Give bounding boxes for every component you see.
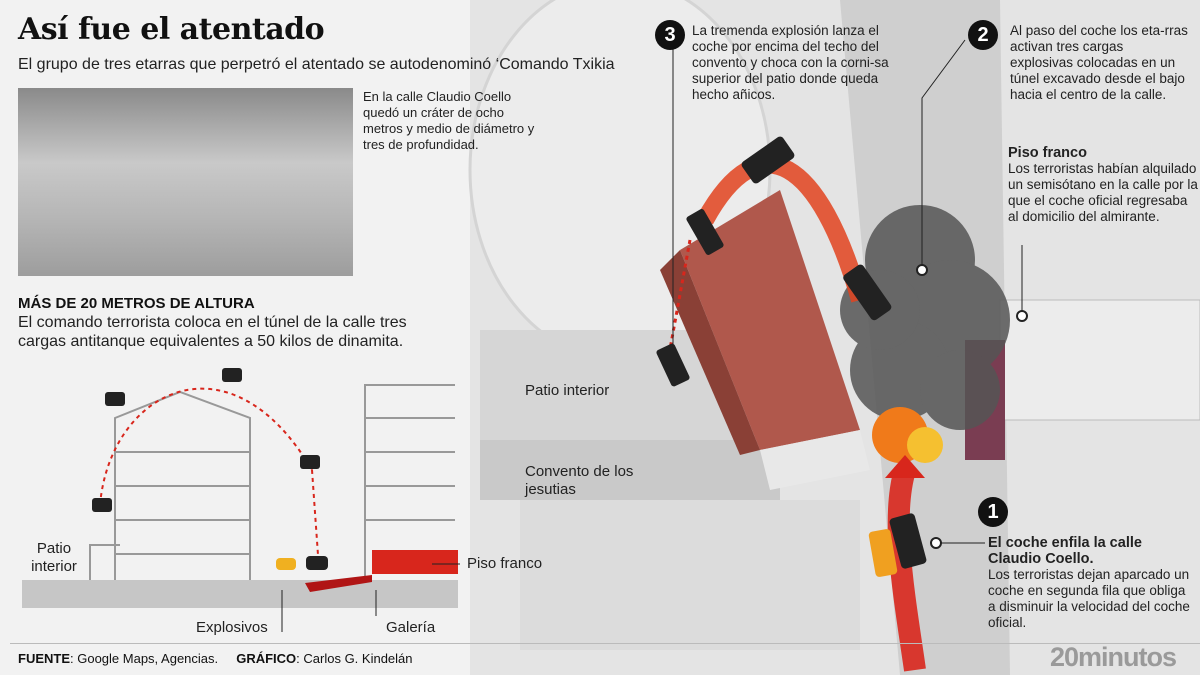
label-explosivos: Explosivos: [196, 619, 268, 636]
step-2-text: Al paso del coche los eta-rras activan t…: [1010, 23, 1188, 102]
piso-franco-marker: [372, 550, 458, 574]
step-1-text: Los terroristas dejan aparcado un coche …: [988, 567, 1190, 630]
section-title: MÁS DE 20 METROS DE ALTURA: [18, 295, 255, 312]
fire: [872, 407, 943, 463]
step-1-badge: 1: [978, 497, 1008, 527]
crater-photo: [18, 88, 353, 276]
car-icons: [656, 136, 927, 577]
label-galeria: Galería: [386, 619, 436, 636]
subtitle: El grupo de tres etarras que perpetró el…: [18, 56, 615, 73]
brand-logo: 20minutos: [1050, 642, 1177, 672]
source-text: : Google Maps, Agencias.: [70, 651, 219, 666]
convent-roof: [680, 190, 860, 450]
step-3-badge: 3: [655, 20, 685, 50]
piso-franco-text: Los terroristas habían alquilado un semi…: [1008, 161, 1198, 224]
piso-franco-note: Piso franco Los terroristas habían alqui…: [1008, 145, 1198, 225]
source-label: FUENTE: [18, 651, 70, 666]
footer-credits: FUENTE: Google Maps, Agencias. GRÁFICO: …: [18, 651, 413, 666]
piso-franco-title: Piso franco: [1008, 145, 1087, 161]
step-1-title: El coche enfila la calle Claudio Coello.: [988, 535, 1142, 567]
section-text: El comando terrorista coloca en el túnel…: [18, 314, 407, 350]
label-patio-interior: Patio interior: [31, 540, 77, 575]
step-2-badge: 2: [968, 20, 998, 50]
photo-caption: En la calle Claudio Coello quedó un crát…: [363, 89, 535, 152]
scene-label-patio: Patio interior: [525, 382, 610, 399]
graphic-text: : Carlos G. Kindelán: [296, 651, 413, 666]
step-1-note: El coche enfila la calle Claudio Coello.…: [988, 535, 1193, 631]
footer-divider: [10, 643, 1200, 644]
label-piso-franco: Piso franco: [467, 555, 543, 572]
graphic-label: GRÁFICO: [236, 651, 297, 666]
page-title: Así fue el atentado: [18, 12, 325, 47]
scene-label-convento: Convento de los jesutias: [525, 463, 634, 498]
step-3-text: La tremenda explosión lanza el coche por…: [692, 23, 889, 102]
